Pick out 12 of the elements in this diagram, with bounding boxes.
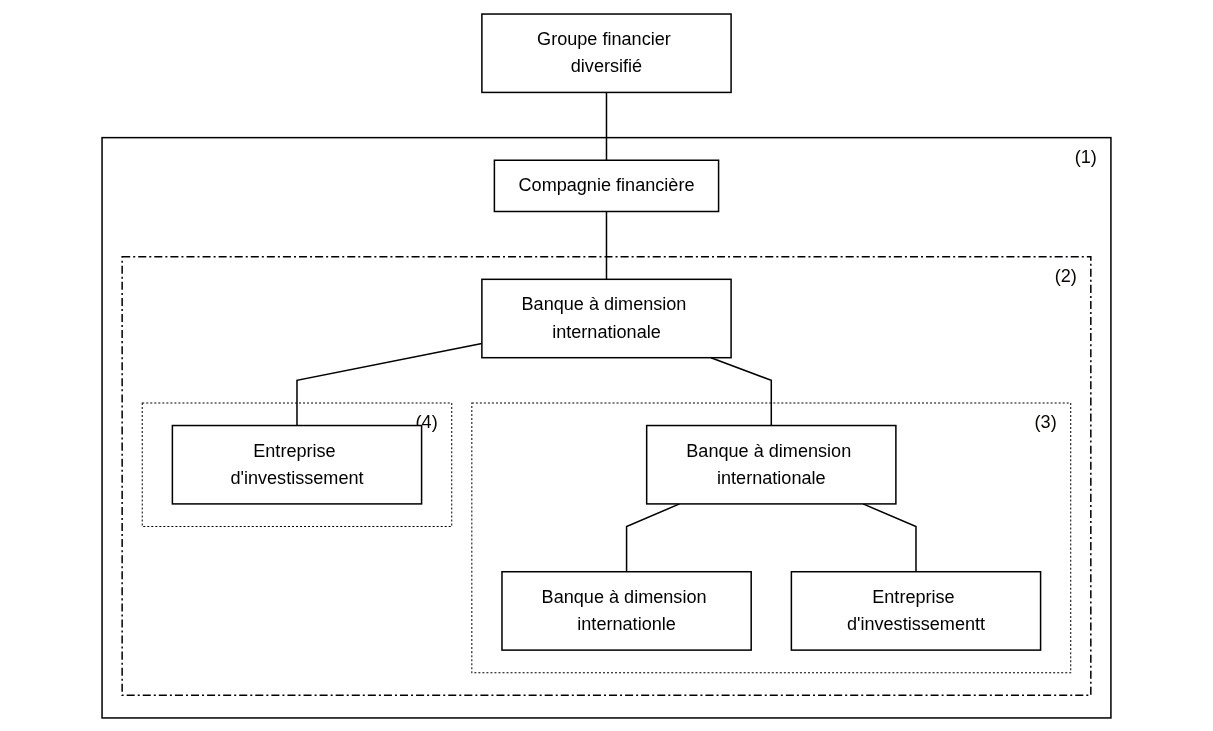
node-box: Banque à dimension internationle [501,570,752,651]
connector [605,91,608,161]
connector [710,356,773,426]
connector [625,502,681,572]
connector [862,502,917,572]
node-box: Compagnie financière [493,159,720,212]
node-box: Groupe financier diversifié [481,12,732,93]
node-box: Entreprise d'investissementt [790,570,1042,651]
node-box: Banque à dimension internationale [645,424,897,505]
node-box: Banque à dimension internationale [481,278,732,358]
connector [605,210,608,280]
node-box: Entreprise d'investissement [171,424,423,505]
